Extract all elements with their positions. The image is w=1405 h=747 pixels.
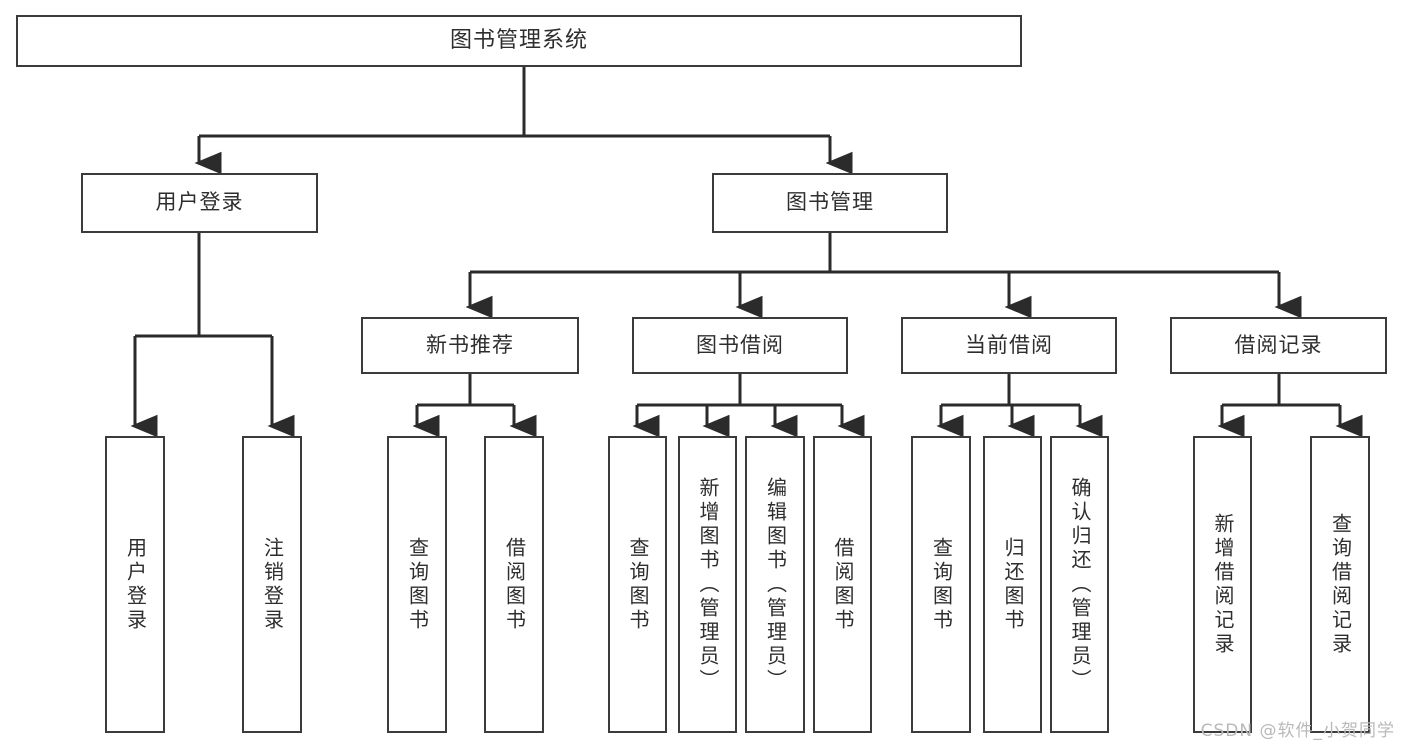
leaf-label: 注销登录 [260,536,285,633]
node-book-management[interactable]: 图书管理 [712,173,948,233]
node-label: 图书管理系统 [449,27,588,53]
leaf-user-login[interactable]: 用户登录 [105,436,165,733]
leaf-query-book-recommend[interactable]: 查询图书 [387,436,447,733]
leaf-borrow-book[interactable]: 借阅图书 [813,436,872,733]
leaf-query-book-borrow[interactable]: 查询图书 [608,436,667,733]
leaf-label: 借阅图书 [502,536,527,633]
node-borrow-record[interactable]: 借阅记录 [1170,317,1387,374]
leaf-query-book-current[interactable]: 查询图书 [911,436,971,733]
leaf-label: 确认归还（管理员） [1068,476,1092,693]
leaf-edit-book-admin[interactable]: 编辑图书（管理员） [745,436,805,733]
leaf-query-borrow-record[interactable]: 查询借阅记录 [1310,436,1370,733]
node-label: 新书推荐 [426,332,514,357]
node-user-login[interactable]: 用户登录 [81,173,318,233]
node-root[interactable]: 图书管理系统 [16,15,1022,67]
node-book-borrow[interactable]: 图书借阅 [632,317,848,374]
csdn-watermark: CSDN @软件_小贺同学 [1200,721,1395,741]
leaf-label: 用户登录 [123,536,148,633]
leaf-confirm-return-admin[interactable]: 确认归还（管理员） [1050,436,1109,733]
leaf-label: 查询借阅记录 [1328,512,1353,657]
leaf-label: 归还图书 [1001,536,1025,633]
leaf-label: 查询图书 [405,536,430,633]
leaf-borrow-book-recommend[interactable]: 借阅图书 [484,436,544,733]
leaf-logout[interactable]: 注销登录 [242,436,302,733]
node-new-book-recommend[interactable]: 新书推荐 [361,317,579,374]
leaf-add-borrow-record[interactable]: 新增借阅记录 [1193,436,1252,733]
leaf-return-book[interactable]: 归还图书 [983,436,1042,733]
leaf-label: 新增图书（管理员） [696,476,720,693]
leaf-label: 查询图书 [929,536,954,633]
node-current-borrow[interactable]: 当前借阅 [901,317,1117,374]
leaf-label: 查询图书 [626,536,650,633]
node-label: 借阅记录 [1234,332,1323,357]
leaf-label: 新增借阅记录 [1211,512,1235,657]
node-label: 图书借阅 [696,332,784,357]
leaf-label: 编辑图书（管理员） [763,476,788,693]
node-label: 用户登录 [155,190,244,215]
node-label: 当前借阅 [965,332,1053,357]
node-label: 图书管理 [786,190,874,215]
leaf-label: 借阅图书 [831,536,855,633]
leaf-add-book-admin[interactable]: 新增图书（管理员） [678,436,737,733]
